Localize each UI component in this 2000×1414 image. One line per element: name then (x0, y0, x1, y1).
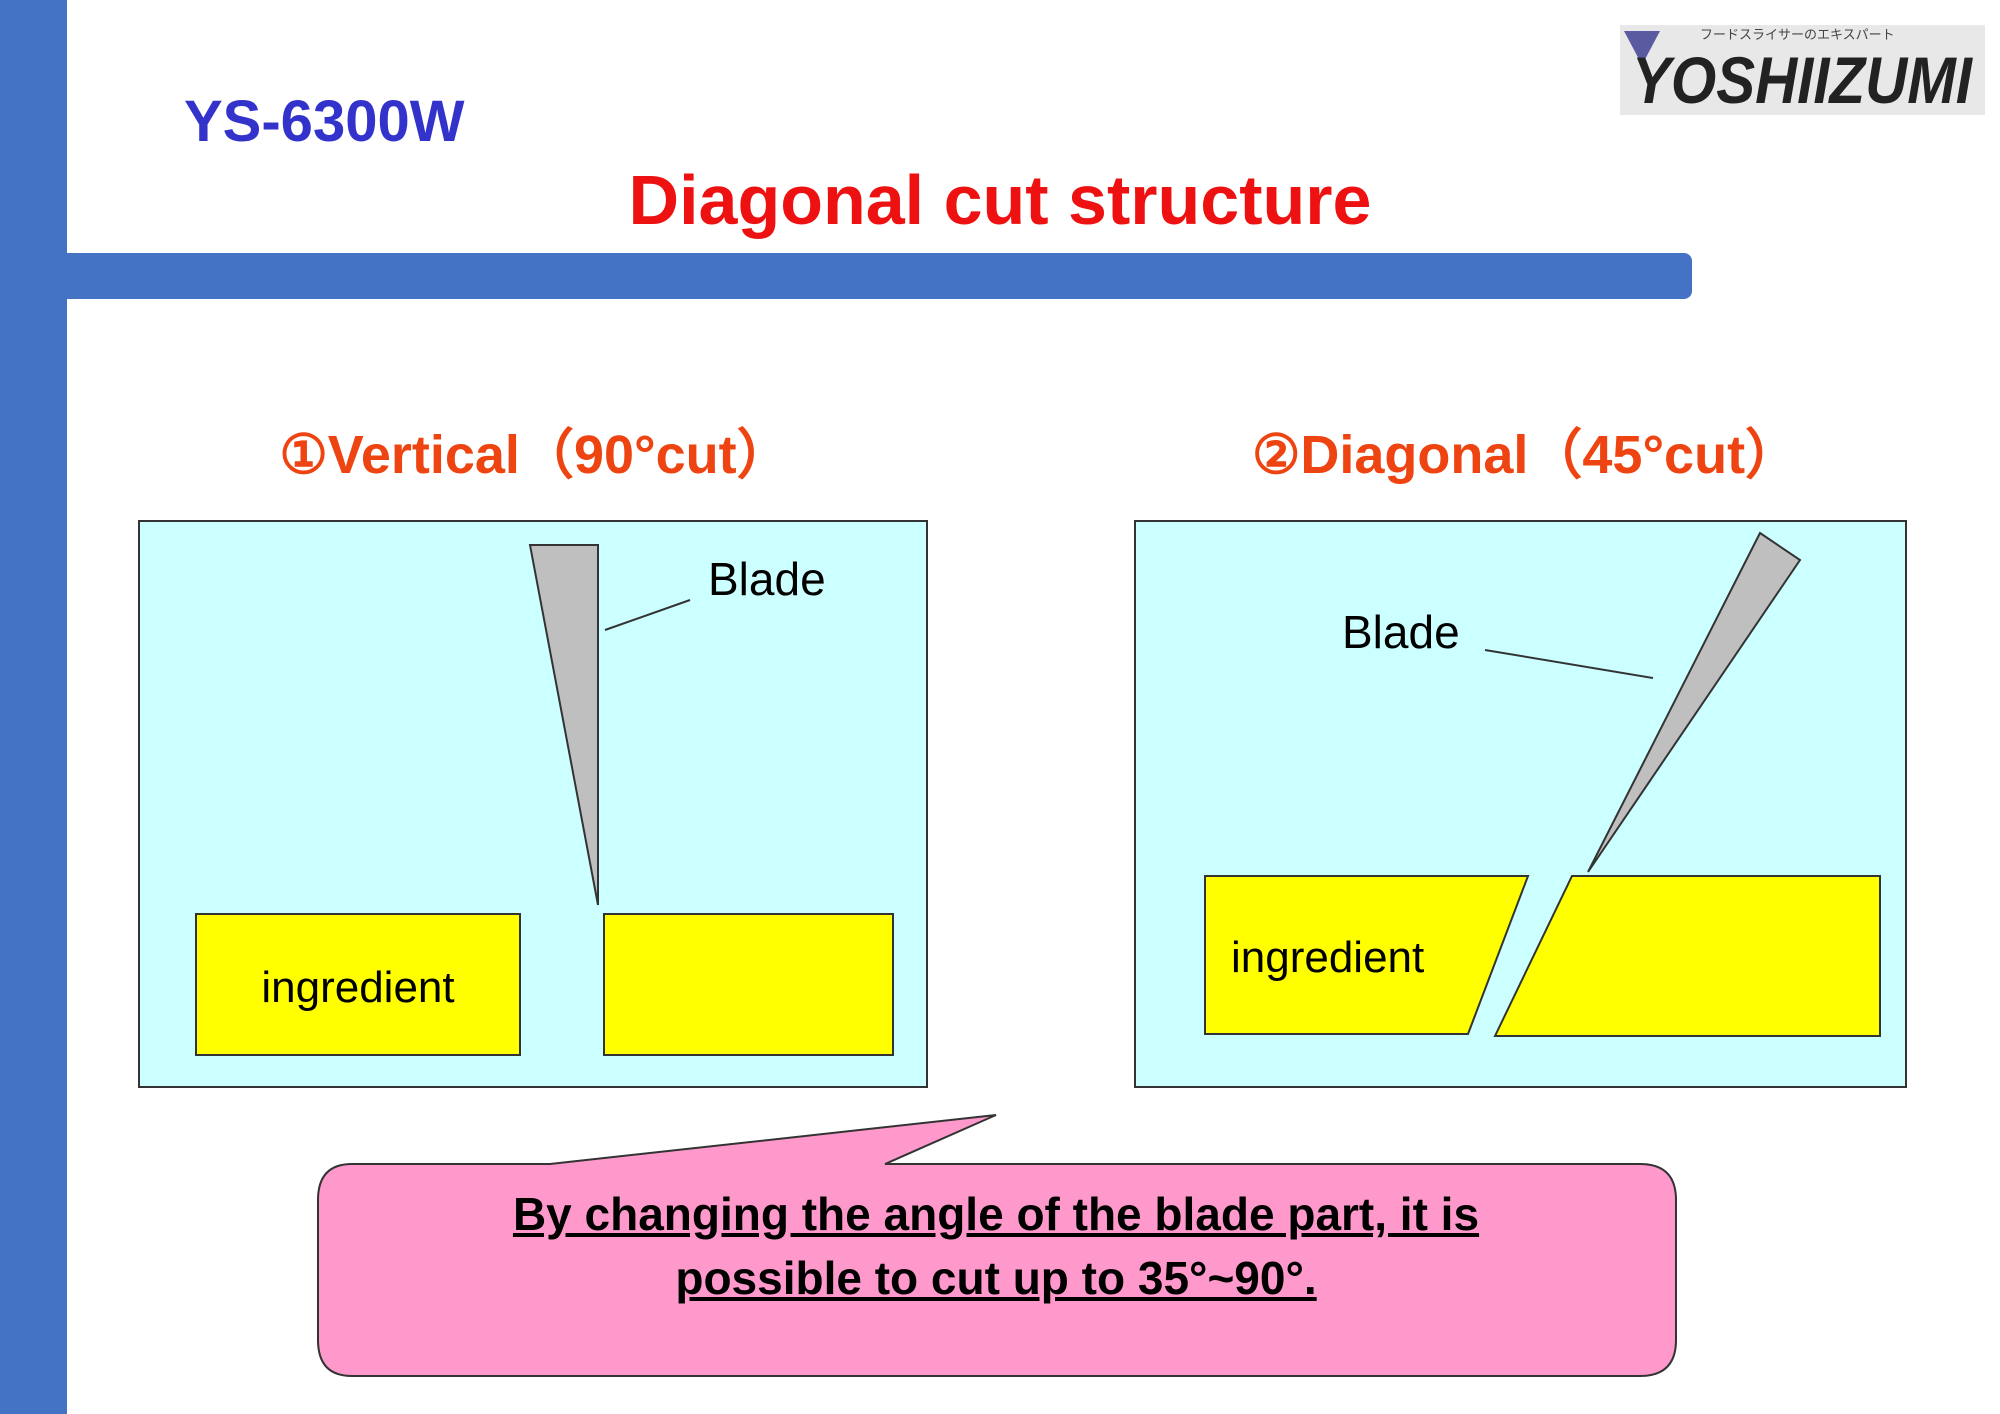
panel-2-ingredient-label: ingredient (1231, 933, 1424, 982)
company-logo: フードスライサーのエキスパート YOSHIIZUMI (1620, 25, 1985, 115)
vertical-blade (528, 544, 599, 906)
blade-leader-line (604, 599, 691, 631)
callout-bubble (317, 1114, 1677, 1377)
callout-line-1: By changing the angle of the blade part,… (512, 1188, 1480, 1240)
callout-line-2: possible to cut up to 35°~90°. (675, 1252, 1317, 1304)
logo-wordmark: YOSHIIZUMI (1632, 43, 1973, 115)
ingredient-left-slab (1204, 875, 1530, 1035)
panel-2-heading: ②Diagonal（45°cut） (1251, 425, 1800, 485)
panel-1-blade-label: Blade (708, 553, 826, 605)
diagonal-cut-panel: Blade ingredient (1134, 520, 1907, 1088)
ingredient-right-block (603, 913, 894, 1056)
page-title: Diagonal cut structure (628, 161, 1372, 239)
model-number: YS-6300W (184, 89, 465, 154)
header-divider-bar (67, 253, 1692, 299)
callout-shape (317, 1114, 1677, 1377)
left-accent-bar (0, 0, 67, 1414)
panel-1-ingredient-label: ingredient (261, 963, 454, 1012)
panel-2-blade-label: Blade (1342, 606, 1460, 658)
callout-text: By changing the angle of the blade part,… (318, 1182, 1674, 1310)
logo-tagline: フードスライサーのエキスパート (1700, 28, 1895, 43)
panel-1-heading: ①Vertical（90°cut） (279, 425, 791, 485)
vertical-cut-panel: Blade ingredient (138, 520, 928, 1088)
diagonal-blade (1587, 531, 1802, 873)
ingredient-right-slab (1493, 875, 1881, 1037)
ingredient-left-block (195, 913, 521, 1056)
blade-leader-line-2 (1484, 649, 1654, 679)
